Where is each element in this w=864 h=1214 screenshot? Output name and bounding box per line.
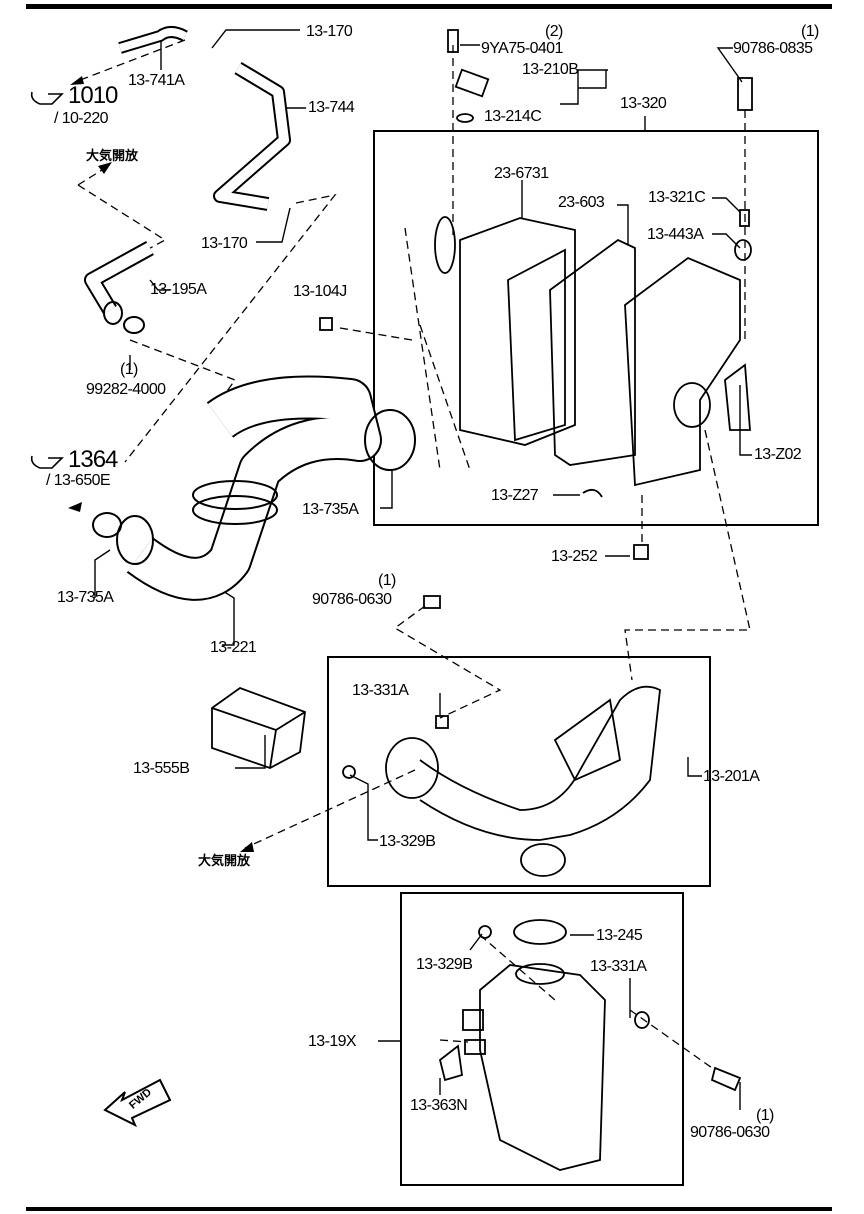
part-label: 13-331A bbox=[352, 682, 409, 699]
arrowheads bbox=[68, 76, 254, 852]
intake-duct-box bbox=[327, 656, 711, 887]
air-cleaner-box bbox=[373, 130, 819, 526]
part-label: 13-735A bbox=[302, 501, 359, 518]
quantity-label: (1) bbox=[801, 23, 819, 40]
part-label: 13-201A bbox=[703, 768, 760, 785]
part-label: 13-321C bbox=[648, 189, 706, 206]
part-label: 13-245 bbox=[596, 927, 643, 944]
reference-label: / 13-650E bbox=[46, 472, 111, 489]
part-label: 13-443A bbox=[647, 226, 704, 243]
part-label: 90786-0630 bbox=[690, 1124, 770, 1141]
part-label: 13-329B bbox=[416, 956, 473, 973]
reference-label: / 10-220 bbox=[54, 110, 109, 127]
vent-note: 大気開放 bbox=[198, 853, 251, 868]
part-label: 13-210B bbox=[522, 61, 579, 78]
part-label: 13-214C bbox=[484, 108, 542, 125]
part-label: 13-555B bbox=[133, 760, 190, 777]
dashed-lines bbox=[74, 39, 751, 1071]
part-label: 13-744 bbox=[308, 99, 355, 116]
hoses bbox=[84, 26, 416, 601]
part-label: 13-329B bbox=[379, 833, 436, 850]
part-label: 13-363N bbox=[410, 1097, 468, 1114]
top-rule bbox=[26, 4, 832, 9]
part-label: 13-741A bbox=[128, 72, 185, 89]
air-cleaner bbox=[319, 29, 753, 609]
vent-note: 大気開放 bbox=[86, 148, 139, 163]
intake-duct bbox=[211, 685, 661, 877]
foam-block bbox=[211, 686, 306, 769]
part-label: 13-252 bbox=[551, 548, 598, 565]
leader-lines bbox=[94, 29, 752, 1110]
part-label: 13-221 bbox=[210, 639, 257, 656]
quantity-label: (1) bbox=[120, 361, 138, 378]
quantity-label: (1) bbox=[378, 572, 396, 589]
part-label: 13-735A bbox=[57, 589, 114, 606]
part-label: 9YA75-0401 bbox=[481, 40, 563, 57]
part-label: 13-170 bbox=[306, 23, 353, 40]
reference-label: 1010 bbox=[68, 82, 118, 109]
part-label: 99282-4000 bbox=[86, 381, 166, 398]
part-label: 23-6731 bbox=[494, 165, 549, 182]
bottom-rule bbox=[26, 1207, 832, 1211]
part-label: 13-19X bbox=[308, 1033, 357, 1050]
part-label: 23-603 bbox=[558, 194, 605, 211]
part-label: 13-320 bbox=[620, 95, 667, 112]
part-label: 13-195A bbox=[150, 281, 207, 298]
quantity-label: (1) bbox=[756, 1107, 774, 1124]
part-label: 90786-0835 bbox=[733, 40, 813, 57]
resonator-box bbox=[400, 892, 684, 1186]
part-label: 13-104J bbox=[293, 283, 347, 300]
part-label: 13-331A bbox=[590, 958, 647, 975]
reference-label: 1364 bbox=[68, 446, 118, 473]
part-label: 13-Z02 bbox=[754, 446, 802, 463]
fwd-arrow-icon bbox=[103, 1078, 172, 1128]
part-label: 13-170 bbox=[201, 235, 248, 252]
resonator bbox=[438, 919, 742, 1171]
part-label: 13-Z27 bbox=[491, 487, 539, 504]
part-label: 90786-0630 bbox=[312, 591, 392, 608]
quantity-label: (2) bbox=[545, 23, 563, 40]
pointing-hand-icon bbox=[30, 91, 64, 469]
